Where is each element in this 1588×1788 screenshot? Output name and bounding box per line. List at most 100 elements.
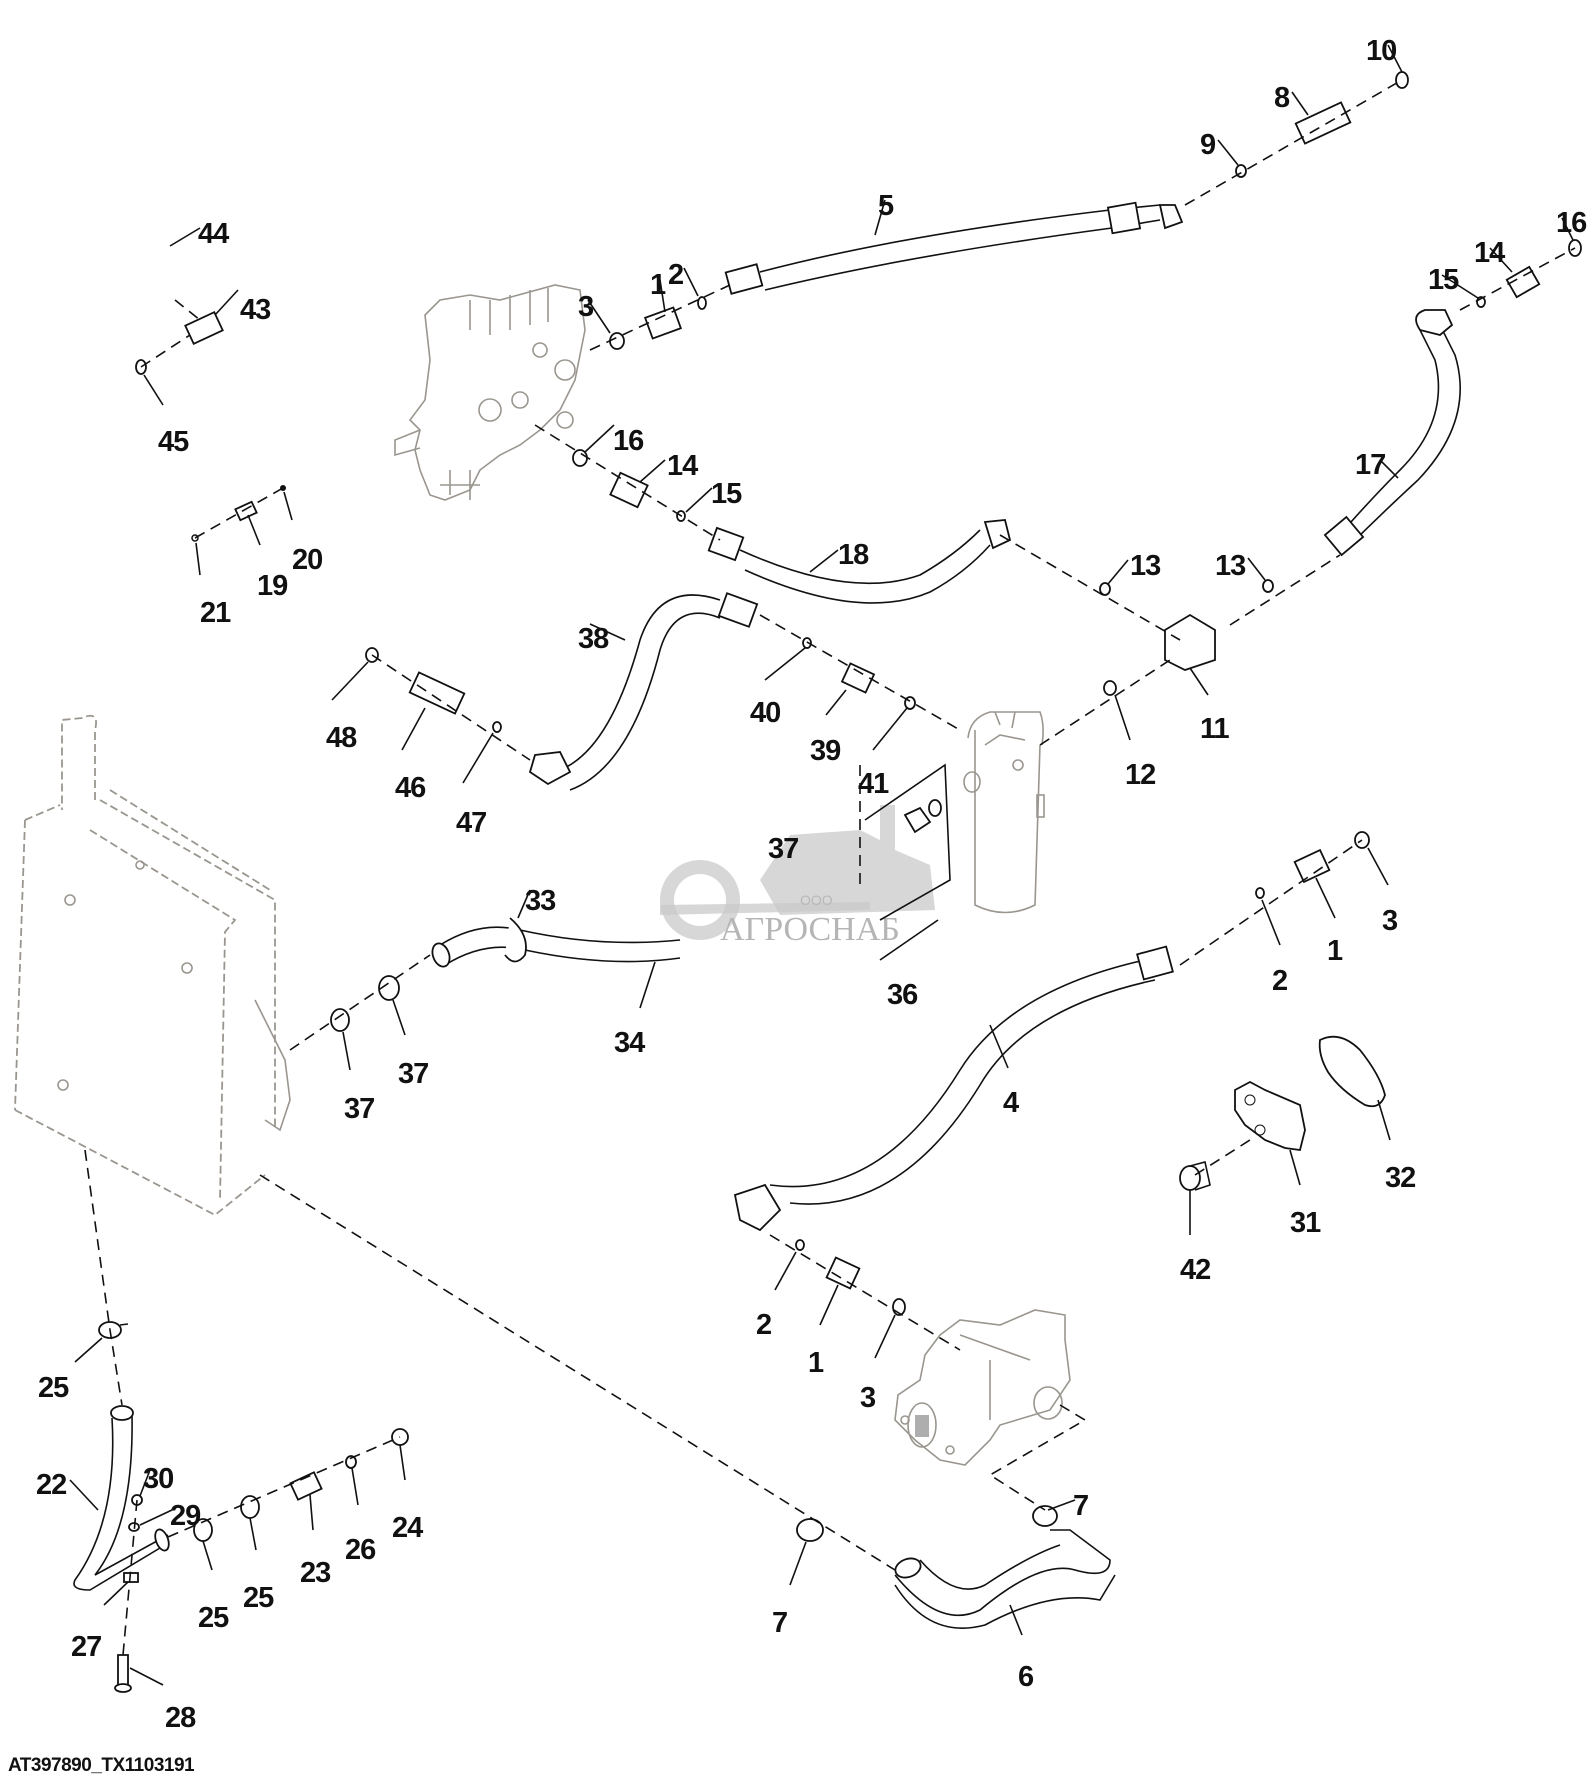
callout-number: 31: [1290, 1207, 1321, 1239]
fitting-1-right: [1293, 848, 1331, 884]
callout-number: 6: [1018, 1661, 1034, 1693]
filter-mount-bracket: [864, 763, 951, 921]
callout-7: 7: [1047, 1490, 1089, 1522]
callout-46: 46: [395, 707, 427, 804]
callout-37: 37: [342, 1031, 375, 1125]
leader-line: [584, 424, 615, 453]
leader-line: [1261, 899, 1281, 946]
leader-line: [639, 459, 666, 483]
callout-number: 1: [650, 269, 666, 301]
callout-2: 2: [1261, 899, 1288, 997]
callout-1: 1: [808, 1284, 839, 1379]
leader-line: [872, 707, 908, 751]
leader-line: [331, 661, 369, 701]
leader-line: [1379, 459, 1399, 479]
oring-13-left: [1099, 582, 1111, 596]
leader-line: [1387, 44, 1403, 73]
callout-21: 21: [195, 542, 232, 629]
oring-16-mid: [572, 449, 588, 467]
leader-line: [249, 1517, 257, 1551]
callout-2: 2: [756, 1251, 797, 1341]
callout-number: 3: [860, 1382, 876, 1414]
oring-2-bottom: [795, 1239, 805, 1251]
leader-line: [1377, 1099, 1391, 1141]
clamp-37-a: [330, 1008, 350, 1032]
callout-13: 13: [1107, 550, 1162, 585]
leader-line: [247, 514, 261, 546]
callout-number: 13: [1130, 550, 1161, 582]
leader-line: [1561, 217, 1574, 241]
callout-9: 9: [1200, 129, 1239, 166]
leader-line: [1315, 877, 1336, 919]
callout-16: 16: [584, 424, 645, 457]
leader-line: [1217, 139, 1239, 166]
callout-20: 20: [283, 491, 323, 576]
callout-number: 4: [1003, 1087, 1019, 1119]
callout-32: 32: [1377, 1099, 1416, 1194]
callout-4: 4: [989, 1024, 1020, 1119]
callout-10: 10: [1366, 35, 1403, 73]
clamp-25-a: [98, 1321, 129, 1339]
callout-number: 1: [1327, 935, 1343, 967]
callout-43: 43: [214, 289, 272, 326]
callout-18: 18: [809, 539, 870, 573]
callout-number: 15: [1428, 264, 1459, 296]
leader-line: [683, 267, 699, 297]
callout-number: 5: [878, 190, 894, 222]
hydraulic-reservoir: [14, 714, 291, 1217]
callout-23: 23: [300, 1494, 332, 1589]
callout-45: 45: [143, 374, 190, 458]
leader-line: [1047, 1499, 1076, 1511]
callout-number: 39: [810, 735, 841, 767]
leader-line: [685, 487, 713, 513]
callout-37: 37: [768, 833, 799, 865]
callout-28: 28: [129, 1667, 197, 1734]
clamp-31: [1234, 1080, 1306, 1151]
hose-38: [528, 592, 759, 791]
fitting-37-filter: [903, 799, 942, 834]
leader-line: [789, 1541, 807, 1586]
callout-number: 45: [158, 426, 189, 458]
callout-number: 25: [243, 1582, 274, 1614]
callout-number: 47: [456, 807, 486, 839]
leader-line: [342, 1031, 351, 1071]
fitting-19: [234, 500, 258, 522]
callout-14: 14: [1474, 237, 1513, 273]
hydraulic-pump: [894, 1309, 1071, 1466]
callout-31: 31: [1289, 1149, 1322, 1239]
callout-33: 33: [517, 885, 557, 919]
callout-30: 30: [139, 1463, 174, 1497]
fitting-39: [840, 662, 876, 694]
fitting-1-top: [643, 306, 683, 340]
callout-number: 17: [1355, 449, 1385, 481]
callout-number: 7: [772, 1607, 787, 1639]
callout-16: 16: [1556, 207, 1588, 241]
callout-number: 16: [613, 425, 644, 457]
callout-25: 25: [243, 1517, 275, 1614]
callout-number: 43: [240, 294, 271, 326]
callout-number: 25: [38, 1372, 69, 1404]
watermark-logo: ООО АГРОСНАБ: [660, 805, 935, 948]
spacer-42: [1179, 1161, 1211, 1191]
leader-line: [103, 1581, 129, 1606]
callout-25: 25: [198, 1540, 230, 1634]
callout-number: 28: [165, 1702, 196, 1734]
hose-strap-32: [1318, 1035, 1386, 1108]
oring-12: [1103, 680, 1117, 696]
leader-line: [764, 647, 806, 681]
callout-41: 41: [858, 707, 908, 800]
callout-38: 38: [578, 623, 626, 655]
leader-line: [195, 542, 201, 576]
leader-line: [1489, 247, 1513, 273]
oring-26: [345, 1455, 357, 1469]
leader-line: [989, 1024, 1009, 1069]
callout-47: 47: [456, 732, 494, 839]
clamp-7-b: [1032, 1505, 1058, 1527]
leader-line: [1107, 559, 1129, 585]
hose-4: [733, 945, 1174, 1232]
leader-line: [809, 549, 839, 573]
callout-number: 15: [711, 478, 742, 510]
tee-fitting-11: [1164, 613, 1216, 671]
leader-line: [825, 689, 847, 716]
